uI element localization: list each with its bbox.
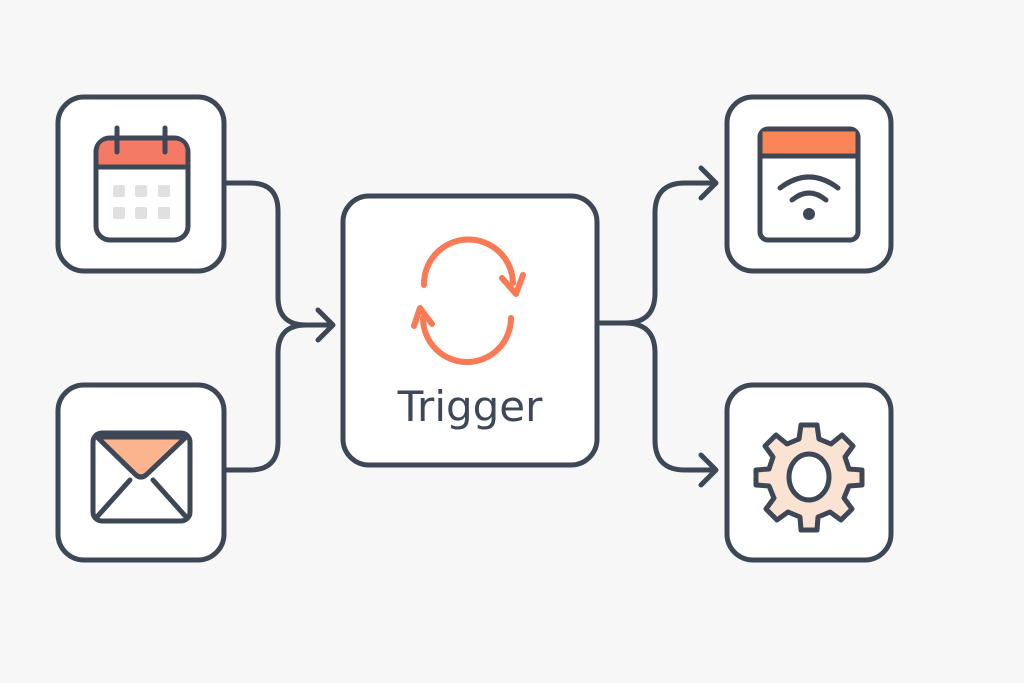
arrowhead-to-trigger: [315, 307, 336, 343]
output-connectors: [594, 165, 719, 488]
connector-email-to-trigger: [221, 322, 309, 473]
email-envelope-icon: [90, 430, 193, 524]
refresh-cycle-icon: [411, 236, 526, 365]
trigger-node[interactable]: Trigger: [340, 193, 600, 468]
arrowhead-to-wifi: [698, 165, 719, 201]
gear-settings-icon: [753, 422, 865, 533]
connector-trigger-to-gear: [622, 320, 718, 473]
wifi-window-node[interactable]: [724, 94, 894, 274]
connector-calendar-to-trigger: [221, 180, 333, 328]
calendar-node[interactable]: [55, 94, 227, 274]
trigger-label: Trigger: [397, 382, 544, 431]
email-node[interactable]: [55, 382, 227, 563]
gear-node[interactable]: [724, 382, 894, 563]
wifi-window-icon: [757, 126, 861, 243]
input-connectors: [221, 180, 336, 473]
connector-trigger-to-wifi: [594, 180, 718, 326]
calendar-icon: [93, 125, 191, 243]
arrowhead-to-gear: [698, 452, 719, 488]
